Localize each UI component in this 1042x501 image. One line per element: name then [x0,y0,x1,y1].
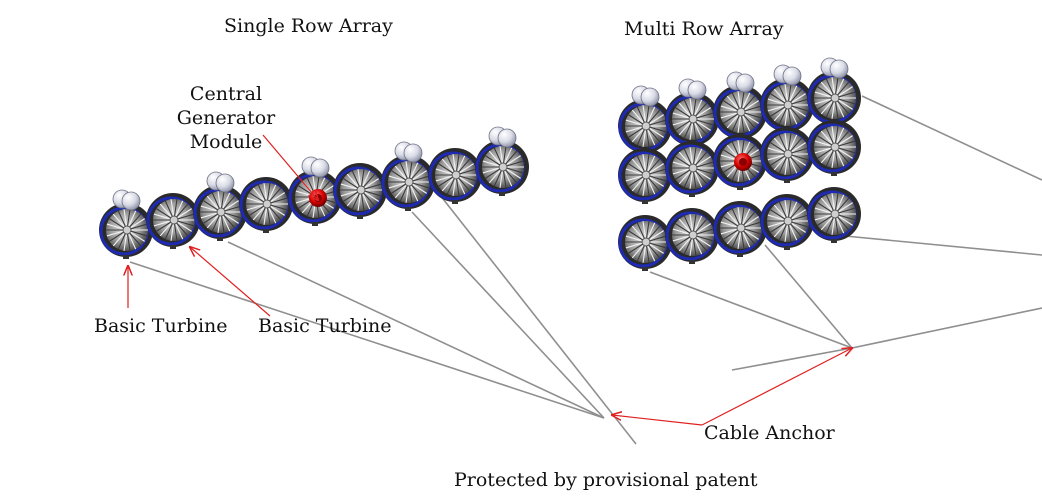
turbine [618,85,672,155]
mooring-cable [731,347,853,371]
mooring-cable [851,307,1042,349]
turbine [475,126,529,196]
float-buoy [301,156,330,178]
mooring-cable [129,261,605,419]
multi-row-title: Multi Row Array [624,18,784,40]
turbine [239,177,293,233]
turbine [713,134,767,190]
turbine [807,187,861,243]
turbine [618,148,672,204]
multi-row-array [618,57,861,271]
callout-arrow [701,348,852,426]
mooring-cables [129,95,1042,445]
mooring-cable [844,235,1042,256]
callout-arrow [190,247,271,317]
central-generator-label-line3: Module [189,130,263,153]
turbine [760,127,814,183]
callout-arrow [262,134,318,200]
float-buoy [726,71,755,93]
mooring-cable [861,95,1042,181]
turbine [193,171,247,241]
turbine [713,71,767,141]
central-generator-label: Central Generator Module [176,83,276,154]
float-buoy [820,57,849,79]
single-row-array [99,126,529,259]
turbine [618,215,672,271]
turbine [146,193,200,249]
float-buoy [773,64,802,86]
float-buoy [112,189,141,211]
basic-turbine-label-1: Basic Turbine [94,315,228,337]
mooring-cable [227,241,605,419]
turbine [807,57,861,127]
mooring-cable [764,244,853,349]
mooring-cable [649,271,853,349]
central-generator-module [734,153,752,171]
basic-turbine-label-2: Basic Turbine [258,315,392,337]
float-buoy [631,85,660,107]
turbine [665,141,719,197]
patent-footer: Protected by provisional patent [454,469,758,491]
central-generator-label-line2: Generator [176,106,276,129]
float-buoy [206,171,235,193]
turbine [807,120,861,176]
turbine [99,189,153,259]
turbine [713,201,767,257]
single-row-title: Single Row Array [224,15,393,37]
turbine [760,64,814,134]
float-buoy [394,141,423,163]
turbine [428,148,482,204]
mooring-cable [411,211,605,419]
callout-arrows [128,134,852,426]
turbine [760,194,814,250]
turbine [381,141,435,211]
turbine [333,163,387,219]
callout-arrow [612,415,703,426]
mooring-cable [435,189,637,445]
cable-anchor-label: Cable Anchor [704,422,835,444]
central-generator-label-line1: Central [189,83,263,105]
float-buoy [488,126,517,148]
turbine [665,78,719,148]
float-buoy [678,78,707,100]
turbine [665,208,719,264]
